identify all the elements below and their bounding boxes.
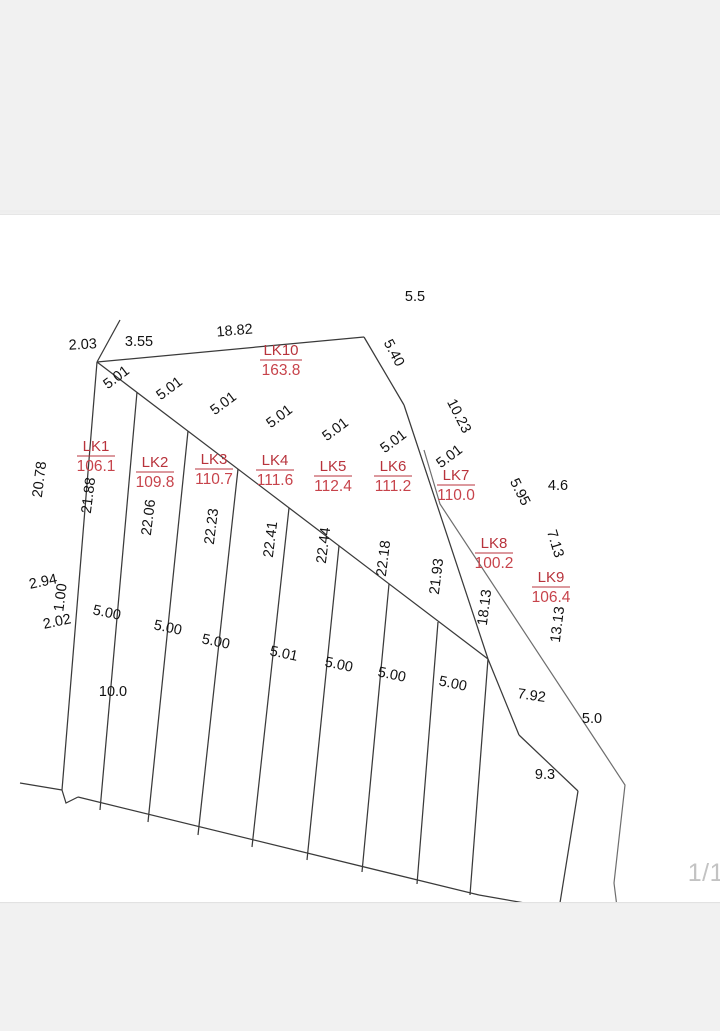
dim-9-3: 9.3	[535, 767, 555, 783]
lot-label-lk4: LK4 111.6	[256, 452, 294, 489]
boundary-2-94	[19, 782, 63, 791]
dim-2-03: 2.03	[68, 336, 97, 353]
lot-label-lk1: LK1 106.1	[77, 438, 116, 475]
divider-lk1-lk2	[99, 391, 138, 811]
lot-area-lk10: 163.8	[262, 362, 301, 379]
dim-10-0: 10.0	[99, 684, 127, 700]
boundary-notch-step	[61, 789, 79, 804]
lk10-south-line	[96, 361, 489, 660]
lot-divider-lines	[99, 391, 489, 896]
lot-id-lk9: LK9	[538, 569, 565, 586]
lot-area-lk3: 110.7	[195, 471, 233, 488]
lot-id-lk7: LK7	[443, 467, 470, 484]
dim-7-92: 7.92	[516, 686, 546, 706]
lot-area-lk5: 112.4	[314, 478, 352, 495]
lot-label-lk6: LK6 111.2	[374, 458, 412, 495]
dim-frontage-1: 5.01	[101, 363, 133, 393]
dim-frontage-5: 5.01	[320, 415, 352, 445]
lot-id-lk5: LK5	[320, 458, 347, 475]
boundary-13-13	[559, 790, 579, 902]
dim-5-95: 5.95	[506, 476, 533, 508]
dim-frontage-3: 5.01	[208, 389, 240, 419]
divider-lk2-lk3	[147, 430, 189, 823]
dim-frontage-2: 5.01	[154, 374, 186, 404]
divider-lk5-lk6	[306, 545, 340, 861]
dim-1-00: 1.00	[51, 583, 70, 613]
lot-id-lk1: LK1	[83, 438, 110, 455]
lot-id-lk4: LK4	[262, 452, 289, 469]
dim-3-55: 3.55	[125, 334, 153, 350]
dim-2-94: 2.94	[28, 571, 59, 593]
lot-id-lk2: LK2	[142, 454, 169, 471]
lot-area-lk4: 111.6	[257, 472, 294, 489]
divider-lk3-lk4	[197, 468, 239, 836]
lot-id-lk8: LK8	[481, 535, 508, 552]
divider-lk4-lk5	[251, 507, 290, 848]
document-page: 2.03 3.55 18.82 5.5 5.40 10.23 5.01 5.01…	[0, 215, 720, 902]
dim-frontage-6: 5.01	[378, 427, 410, 457]
lot-label-lk7: LK7 110.0	[437, 467, 475, 504]
lk10-south-boundary	[96, 361, 489, 660]
divider-lk7-lk8	[416, 621, 439, 885]
lot-label-lk10: LK10 163.8	[260, 342, 302, 379]
dim-bottom-3: 5.00	[200, 631, 231, 653]
boundary-5-40	[363, 336, 405, 406]
lot-area-lk9: 106.4	[532, 589, 571, 606]
dim-bottom-7: 5.00	[437, 673, 468, 695]
lot-id-lk3: LK3	[201, 451, 228, 468]
boundary-west-20-78	[61, 361, 98, 791]
dim-bottom-2: 5.00	[152, 617, 183, 639]
adjacent-road-lines	[423, 449, 626, 902]
lot-area-lk2: 109.8	[136, 474, 175, 491]
lot-area-lk6: 111.2	[375, 478, 412, 495]
dim-bottom-1: 5.00	[91, 602, 122, 624]
lot-label-lk2: LK2 109.8	[136, 454, 175, 491]
boundary-top-tick	[96, 319, 121, 363]
page-number-indicator: 1/1	[687, 859, 720, 887]
dim-5-5: 5.5	[405, 289, 425, 305]
boundary-top-18-82	[96, 336, 365, 363]
lot-label-lk3: LK3 110.7	[195, 451, 233, 488]
lot-id-lk6: LK6	[380, 458, 407, 475]
boundary-5-95	[487, 658, 520, 736]
lot-label-lk8: LK8 100.2	[475, 535, 514, 572]
dim-2-02: 2.02	[42, 611, 73, 633]
dim-4-6: 4.6	[548, 478, 568, 494]
dim-20-78: 20.78	[30, 461, 50, 499]
boundary-7-13	[518, 734, 579, 792]
parcel-block-outline	[19, 319, 579, 902]
lot-area-lk1: 106.1	[77, 458, 116, 475]
divider-lk6-lk7	[361, 583, 390, 873]
dim-bottom-5: 5.00	[323, 654, 354, 676]
dim-22-41: 22.41	[261, 521, 281, 559]
dim-7-13: 7.13	[543, 528, 567, 560]
lot-label-lk5: LK5 112.4	[314, 458, 352, 495]
dim-13-13: 13.13	[548, 606, 568, 644]
dim-22-18: 22.18	[374, 540, 394, 578]
divider-lk8-lk9	[469, 658, 489, 896]
dim-22-06: 22.06	[139, 499, 159, 537]
page-shadow-top	[0, 210, 720, 216]
dim-bottom-6: 5.00	[376, 664, 407, 686]
boundary-10-23	[403, 404, 489, 660]
dim-5-0: 5.0	[582, 711, 602, 727]
boundary-lower-frontage	[77, 796, 480, 896]
east-road-line	[423, 449, 626, 902]
dim-10-23: 10.23	[443, 396, 474, 436]
boundary-7-92	[478, 894, 523, 902]
dim-21-93: 21.93	[427, 558, 447, 596]
dim-5-40: 5.40	[380, 337, 407, 369]
dim-22-44: 22.44	[314, 527, 334, 565]
dim-18-13: 18.13	[475, 589, 495, 627]
dim-18-82: 18.82	[216, 321, 254, 340]
dim-22-23: 22.23	[202, 508, 222, 546]
dim-21-88: 21.88	[79, 477, 99, 515]
dim-bottom-4: 5.01	[268, 643, 299, 665]
lot-area-lk7: 110.0	[437, 487, 475, 504]
lot-label-lk9: LK9 106.4	[532, 569, 571, 606]
cadastral-plan-drawing: 2.03 3.55 18.82 5.5 5.40 10.23 5.01 5.01…	[19, 289, 626, 902]
lot-area-lk8: 100.2	[475, 555, 514, 572]
dim-frontage-4: 5.01	[264, 402, 296, 432]
lot-id-lk10: LK10	[263, 342, 298, 359]
